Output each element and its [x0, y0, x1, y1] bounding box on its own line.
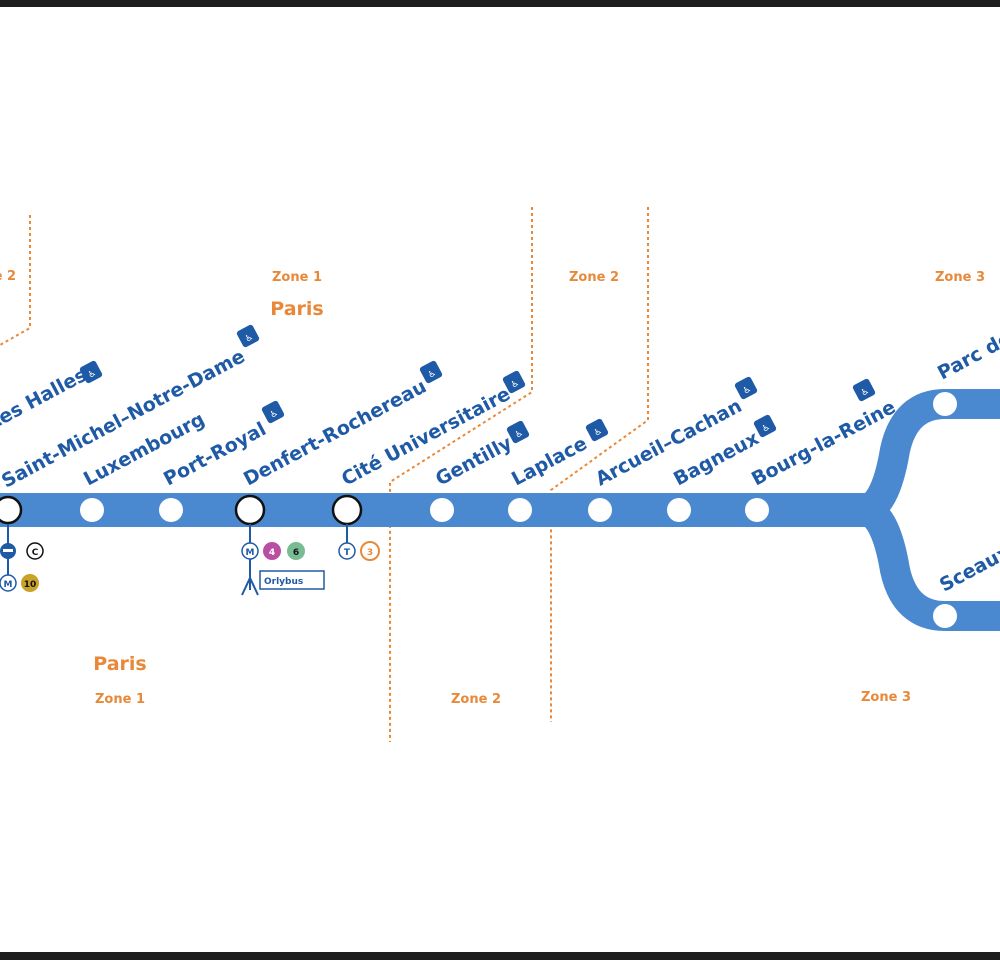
station-dot-parc[interactable]	[933, 392, 957, 416]
station-dot-cite[interactable]	[331, 494, 363, 526]
svg-text:♿: ♿	[86, 368, 98, 381]
station-label[interactable]: Cité Universitaire	[338, 383, 514, 491]
connections-saint-michel: C M 10	[0, 524, 44, 592]
wheelchair-icon: ♿	[506, 420, 530, 444]
svg-text:Orlybus: Orlybus	[264, 577, 303, 587]
svg-text:6: 6	[293, 548, 299, 558]
wheelchair-icon: ♿	[236, 324, 260, 348]
zone-label: Zone 2	[451, 692, 501, 707]
wheelchair-icon: ♿	[753, 414, 777, 438]
station-dot-bourg-la-reine[interactable]	[745, 498, 769, 522]
station-labels: Les Halles Saint-Michel–Notre-Dame Luxem…	[0, 327, 1000, 596]
branch-south	[859, 495, 1000, 631]
zone-boundary-1-2	[389, 207, 533, 742]
wheelchair-icon: ♿	[734, 376, 758, 400]
svg-text:♿: ♿	[859, 386, 871, 399]
svg-text:♿: ♿	[741, 384, 753, 397]
metro-icon	[0, 574, 17, 592]
airport-icon	[241, 575, 259, 596]
svg-text:♿: ♿	[268, 408, 280, 421]
svg-text:♿: ♿	[426, 368, 438, 381]
paris-label: Paris	[270, 298, 323, 320]
station-dot-saint-michel[interactable]	[0, 495, 23, 525]
svg-text:4: 4	[269, 548, 275, 558]
zone-label: Zone 3	[861, 690, 911, 705]
zone-label: Zone 2	[569, 270, 619, 285]
accessibility-icons: ♿ ♿ ♿ ♿ ♿ ♿ ♿ ♿ ♿ ♿	[79, 324, 876, 444]
svg-text:♿: ♿	[592, 426, 604, 439]
map-frame: Les Halles Saint-Michel–Notre-Dame Luxem…	[0, 7, 1000, 952]
svg-text:10: 10	[24, 580, 37, 590]
svg-text:M: M	[246, 548, 255, 558]
svg-text:C: C	[32, 548, 39, 558]
tram-3-icon	[360, 541, 380, 561]
station-label[interactable]: Laplace	[508, 432, 591, 490]
station-dot-port-royal[interactable]	[159, 498, 183, 522]
connections-denfert: M 4 6 Orlybus	[241, 524, 325, 596]
svg-text:T: T	[344, 548, 351, 558]
station-label[interactable]: Parc de	[934, 327, 1000, 384]
svg-text:♿: ♿	[243, 332, 255, 345]
metro-6-icon	[287, 542, 305, 560]
svg-text:♿: ♿	[509, 378, 521, 391]
station-label[interactable]: Sceaux	[936, 541, 1000, 596]
wheelchair-icon: ♿	[502, 370, 526, 394]
svg-text:M: M	[4, 580, 13, 590]
zone-boundary-left	[0, 215, 31, 346]
station-label[interactable]: Les Halles	[0, 364, 90, 435]
zone-label: Zone 3	[935, 270, 985, 285]
station-dot-denfert[interactable]	[234, 494, 266, 526]
rer-b-map: Les Halles Saint-Michel–Notre-Dame Luxem…	[0, 207, 1000, 742]
wheelchair-icon: ♿	[261, 400, 285, 424]
station-dot-luxembourg[interactable]	[80, 498, 104, 522]
svg-text:3: 3	[367, 548, 373, 558]
zone-boundary-2-3	[550, 207, 649, 722]
station-dot-bagneux[interactable]	[667, 498, 691, 522]
stations	[0, 392, 957, 628]
paris-label: Paris	[93, 653, 146, 675]
zone-boundaries	[0, 207, 649, 742]
wheelchair-icon: ♿	[852, 378, 876, 402]
station-label[interactable]: Denfert-Rochereau	[240, 375, 430, 490]
station-dot-arcueil[interactable]	[588, 498, 612, 522]
metro-4-icon	[263, 542, 281, 560]
zone-label: Zone 1	[272, 270, 322, 285]
connections-cite: T 3	[338, 524, 380, 561]
station-dot-sceaux[interactable]	[933, 604, 957, 628]
zone-labels: Zone 2 Zone 1 Paris Zone 2 Zone 3 Paris …	[0, 269, 985, 707]
wheelchair-icon: ♿	[79, 360, 103, 384]
rer-c-icon	[26, 542, 44, 560]
svg-text:♿: ♿	[760, 422, 772, 435]
wheelchair-icon: ♿	[585, 418, 609, 442]
metro-10-icon	[21, 574, 39, 592]
station-label[interactable]: Gentilly	[432, 432, 516, 491]
zone-label: Zone 2	[0, 269, 16, 284]
tram-icon	[338, 542, 356, 560]
station-dot-laplace[interactable]	[508, 498, 532, 522]
metro-icon	[241, 542, 259, 560]
orlybus-badge	[259, 570, 325, 590]
station-dot-gentilly[interactable]	[430, 498, 454, 522]
svg-text:♿: ♿	[513, 428, 525, 441]
zone-label: Zone 1	[95, 692, 145, 707]
wheelchair-icon: ♿	[419, 360, 443, 384]
